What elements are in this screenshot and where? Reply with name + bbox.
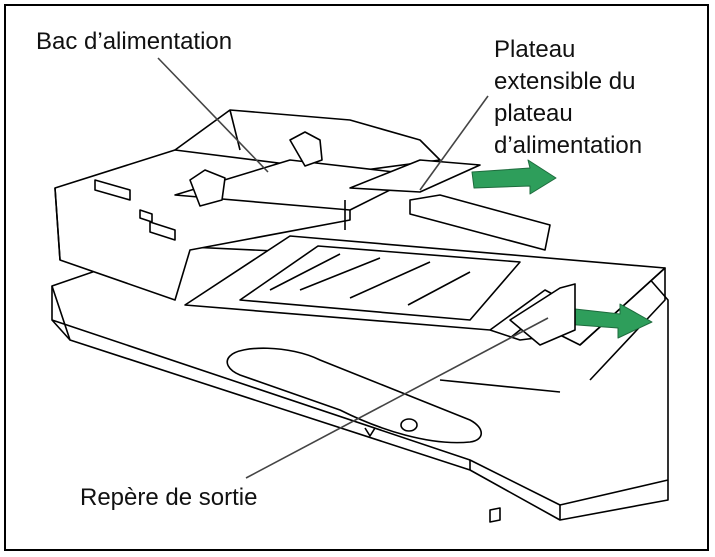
exit-guide-label: Repère de sortie <box>80 484 258 511</box>
tray-extension-label: Plateau extensible du plateau d’alimenta… <box>494 34 642 162</box>
tray-extension-label-line-1: Plateau <box>494 36 576 63</box>
feed-tray-label: Bac d’alimentation <box>36 28 233 55</box>
leader-line-tray-extension <box>419 95 489 191</box>
round-button-icon <box>400 418 418 432</box>
tray-extension-label-line-4: d’alimentation <box>494 132 643 159</box>
leader-line-exit-guide <box>245 317 549 479</box>
tray-extension-label-line-3: plateau <box>494 100 573 127</box>
leader-line-feed-tray <box>157 57 269 173</box>
tray-extend-arrow <box>471 159 557 195</box>
adf-unit <box>54 109 551 301</box>
tray-extension-label-line-2: extensible du <box>494 68 636 95</box>
